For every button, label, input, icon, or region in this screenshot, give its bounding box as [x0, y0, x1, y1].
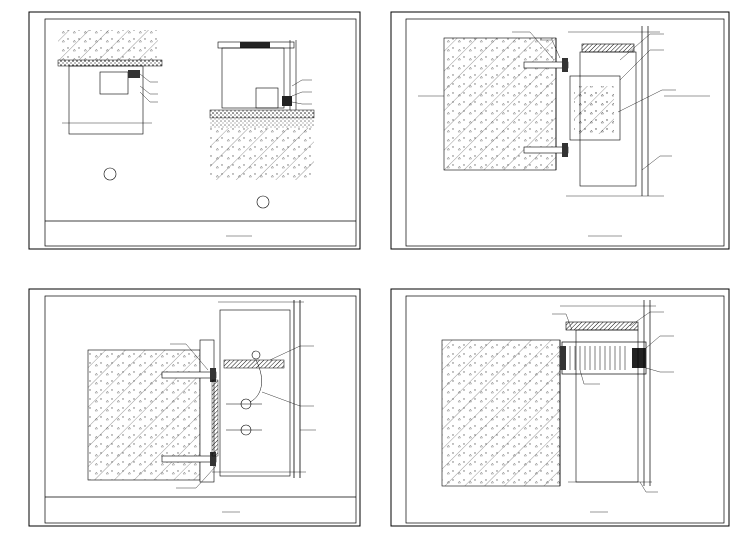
panel-3	[28, 288, 361, 527]
panel-1-wall-dots	[58, 30, 158, 60]
panel-2-nut-bottom	[562, 143, 568, 157]
panel-2	[390, 11, 730, 250]
panel-2-anchor-top	[523, 61, 569, 69]
panel-4-inner-border	[405, 295, 725, 524]
panel-2-leader-f	[641, 155, 672, 171]
panel-4-wall-dots	[442, 340, 560, 486]
panel-3-crossbar	[223, 359, 285, 369]
panel-1-frame-box	[221, 47, 285, 109]
panel-1-leader-b	[139, 85, 158, 95]
panel-4-leader-c	[645, 335, 674, 349]
panel-1	[28, 11, 361, 250]
panel-1-floor-stone	[209, 109, 315, 119]
panel-3-leader-a	[170, 343, 209, 371]
panel-2-frame	[390, 11, 730, 250]
panel-3-anchor-top	[161, 371, 217, 379]
panel-1-panel-box	[68, 65, 144, 135]
panel-1-profile	[99, 71, 129, 95]
panel-3-leader-d	[261, 391, 314, 407]
panel-1-leader-e	[291, 91, 312, 97]
panel-4-panel-body	[575, 329, 639, 483]
panel-1-skirting-dark	[282, 96, 292, 106]
panel-1-cap-block	[240, 42, 270, 48]
panel-4	[390, 288, 730, 527]
panel-3-bolt-top	[251, 350, 261, 360]
panel-2-leader-e	[617, 89, 676, 113]
panel-3-leader-c	[269, 345, 314, 361]
panel-1-leader-c	[139, 91, 158, 103]
panel-3-anchor-bottom	[161, 455, 217, 463]
panel-4-top-plate	[565, 321, 639, 331]
panel-1-frame	[28, 11, 361, 250]
panel-2-nut-top	[562, 58, 568, 72]
panel-2-top-plate	[581, 43, 635, 53]
panel-2-panel-body	[579, 51, 637, 187]
panel-3-frame	[28, 288, 361, 527]
panel-4-leader-a	[552, 313, 573, 331]
panel-1-leader-a	[139, 73, 158, 83]
panel-4-leader-b	[629, 311, 664, 327]
panel-1-section-mark-b	[256, 195, 270, 209]
panel-2-leader-d	[619, 49, 664, 81]
panel-1-leader-d	[291, 79, 312, 87]
panel-1-inner-border	[44, 18, 357, 247]
panel-1-skirting	[255, 87, 279, 109]
panel-2-leader-a	[512, 31, 555, 61]
panel-3-plate	[211, 379, 219, 457]
panel-1-screed	[210, 118, 314, 128]
panel-4-bolt-head	[632, 348, 646, 368]
panel-1-section-mark-a	[103, 167, 117, 181]
panel-4-frame	[390, 288, 730, 527]
panel-2-leader-c	[619, 33, 664, 61]
panel-1-stone-strip	[57, 59, 163, 67]
panel-1-profile-dark	[128, 70, 140, 78]
panel-3-nut-bottom	[210, 452, 216, 466]
panel-3-bracket-curve	[249, 359, 262, 403]
panel-4-bracket-ribs	[569, 346, 626, 370]
panel-2-bracket	[569, 75, 621, 141]
panel-4-left-nut	[560, 346, 566, 370]
panel-2-inner-border	[405, 18, 725, 247]
panel-3-inner-border	[44, 295, 357, 524]
panel-3-nut-top	[210, 368, 216, 382]
panel-3-panel-body	[219, 309, 291, 477]
panel-4-leader-f	[639, 481, 658, 493]
panel-2-anchor-bottom	[523, 146, 569, 154]
panel-4-leader-e	[579, 369, 600, 385]
panel-1-leader-f	[291, 101, 312, 105]
panel-2-leader-b	[540, 39, 561, 59]
panel-1-slab-dots	[210, 128, 314, 180]
panel-4-leader-d	[645, 367, 674, 373]
panel-2-insulation-dots	[574, 86, 614, 134]
panel-3-leader-b	[176, 465, 217, 489]
